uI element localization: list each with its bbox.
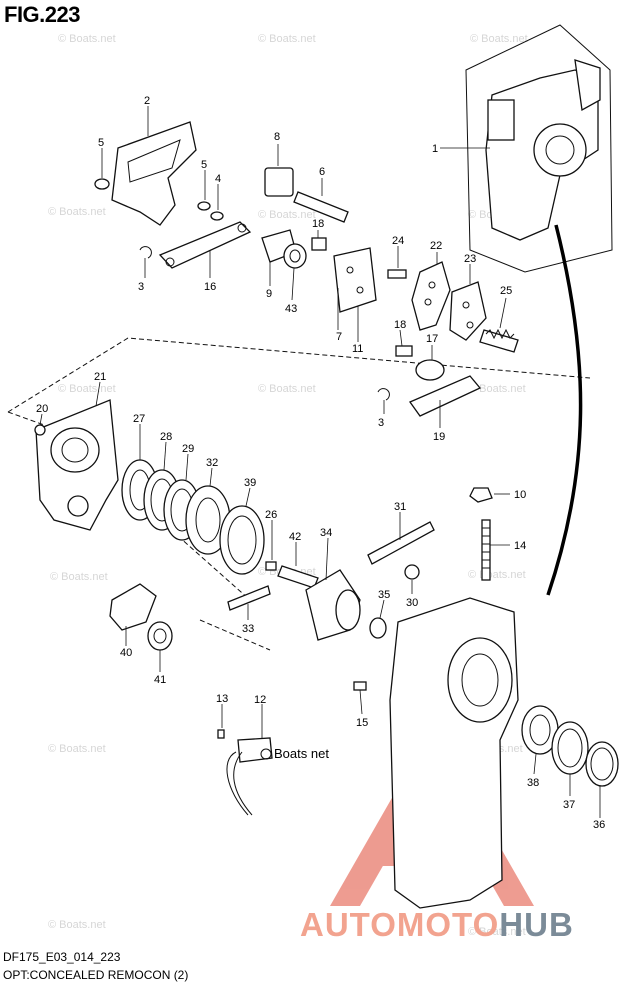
watermarks: © Boats.net © Boats.net © Boats.net © Bo…	[48, 33, 528, 938]
lower-bracket	[109, 583, 173, 651]
callout-33: 33	[242, 623, 254, 635]
callout-4: 4	[215, 173, 221, 185]
callout-16: 16	[204, 281, 216, 293]
cam-plates	[387, 261, 519, 417]
callout-10: 10	[514, 489, 526, 501]
callout-2: 2	[144, 95, 150, 107]
leader-lines	[39, 106, 601, 818]
callout-32: 32	[206, 457, 218, 469]
callout-28: 28	[160, 431, 172, 443]
ring-stack	[121, 459, 265, 575]
svg-text:© Boats.net: © Boats.net	[48, 919, 106, 931]
svg-text:© Boats.net: © Boats.net	[50, 571, 108, 583]
callout-29: 29	[182, 443, 194, 455]
callout-labels: 1 2 3 3 4 5 5 6 7 8 9 10 11 12 13 14 15 …	[36, 95, 605, 831]
callout-3: 3	[138, 281, 144, 293]
small-fasteners	[94, 178, 390, 401]
callout-26: 26	[265, 509, 277, 521]
svg-text:© Boats.net: © Boats.net	[258, 33, 316, 45]
callout-8: 8	[274, 131, 280, 143]
callout-25: 25	[500, 285, 512, 297]
remote-control-unit	[485, 59, 601, 241]
callout-38: 38	[527, 777, 539, 789]
callout-35: 35	[378, 589, 390, 601]
callout-11: 11	[352, 343, 363, 355]
pins-and-motor	[227, 487, 493, 641]
callout-5: 5	[98, 137, 104, 149]
svg-text:© Boats.net: © Boats.net	[258, 383, 316, 395]
callout-7: 7	[336, 331, 342, 343]
svg-text:© Boats.net: © Boats.net	[58, 33, 116, 45]
callout-5b: 5	[201, 159, 207, 171]
svg-text:© Boats.net: © Boats.net	[48, 206, 106, 218]
callout-37: 37	[563, 799, 575, 811]
figure-title: FIG.223	[4, 2, 80, 27]
callout-3b: 3	[378, 417, 384, 429]
svg-text:© Boats.net: © Boats.net	[468, 926, 526, 938]
callout-20: 20	[36, 403, 48, 415]
svg-text:© Boats.net: © Boats.net	[258, 209, 316, 221]
callout-6: 6	[319, 166, 325, 178]
callout-9: 9	[266, 288, 272, 300]
callout-40: 40	[120, 647, 132, 659]
callout-21: 21	[94, 371, 106, 383]
shaft-group	[261, 167, 377, 313]
callout-36: 36	[593, 819, 605, 831]
callout-14: 14	[514, 540, 526, 552]
callout-41: 41	[154, 674, 166, 686]
housing-plate	[34, 399, 119, 531]
callout-18: 18	[312, 218, 324, 230]
callout-43: 43	[285, 303, 297, 315]
callout-39: 39	[244, 477, 256, 489]
callout-24: 24	[392, 235, 404, 247]
callout-30: 30	[406, 597, 418, 609]
brand-part2: HUB	[499, 906, 574, 943]
callout-31: 31	[394, 501, 406, 513]
callout-12: 12	[254, 694, 266, 706]
brand-part1: AUTOMOTO	[300, 906, 500, 943]
callout-27: 27	[133, 413, 145, 425]
callout-18b: 18	[394, 319, 406, 331]
callout-19: 19	[433, 431, 445, 443]
callout-22: 22	[430, 240, 442, 252]
svg-text:© Boats.net: © Boats.net	[58, 383, 116, 395]
main-housing	[353, 597, 619, 909]
svg-text:© Boats.net: © Boats.net	[468, 569, 526, 581]
svg-text:© Boats.net: © Boats.net	[470, 33, 528, 45]
svg-text:© Boats.net: © Boats.net	[468, 383, 526, 395]
callout-13: 13	[216, 693, 228, 705]
callout-23: 23	[464, 253, 476, 265]
sensor-unit	[217, 729, 273, 816]
assembly-connector-line	[546, 224, 583, 596]
model-code: DF175_E03_014_223	[3, 950, 121, 964]
figure-caption: OPT:CONCEALED REMOCON (2)	[3, 968, 189, 982]
callout-1: 1	[432, 143, 438, 155]
callout-17: 17	[426, 333, 438, 345]
callout-15: 15	[356, 717, 368, 729]
callout-42: 42	[289, 531, 301, 543]
brand-wordmark: AUTOMOTOHUB	[300, 906, 574, 944]
svg-text:© Boats.net: © Boats.net	[48, 743, 106, 755]
callout-34: 34	[320, 527, 332, 539]
boats-net-label: Boats net	[260, 746, 329, 761]
lever-bracket	[111, 121, 252, 269]
svg-text:Boats net: Boats net	[274, 746, 329, 761]
